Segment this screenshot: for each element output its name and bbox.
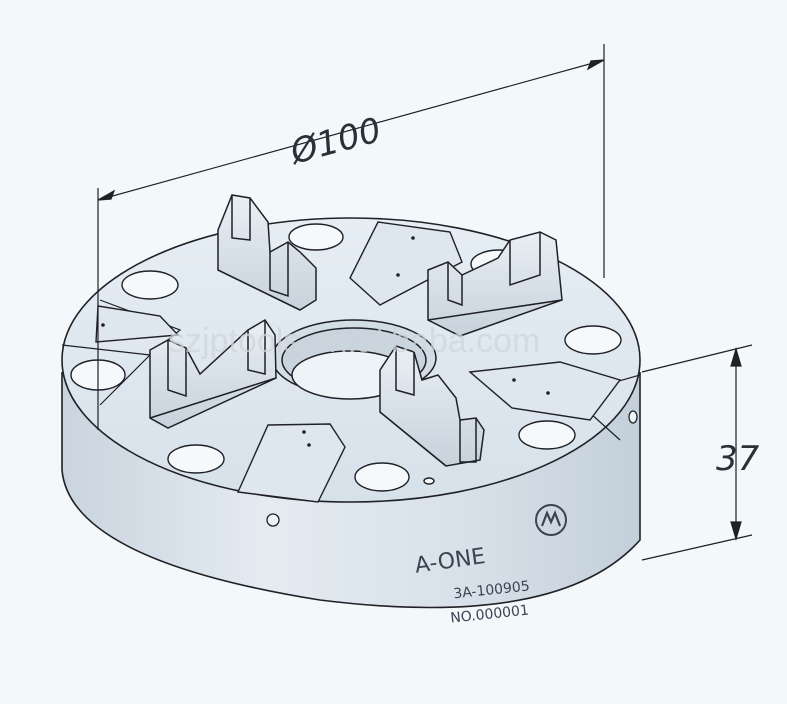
hole-4 xyxy=(564,325,622,355)
wedge-bottom xyxy=(236,423,346,503)
brand-logo-icon xyxy=(535,504,567,536)
wedge-plates xyxy=(95,221,622,503)
dimension-lines xyxy=(97,44,753,561)
wedge-dots xyxy=(101,236,550,447)
side-fittings xyxy=(266,410,638,527)
height-label: 37 xyxy=(716,439,760,479)
model-number: 3A-100905 xyxy=(453,578,531,602)
hole-6 xyxy=(354,462,410,492)
watermark-text: szjptools.en.alibaba.com xyxy=(168,322,540,360)
hole-5 xyxy=(518,420,576,450)
hole-7 xyxy=(167,444,225,474)
jaws xyxy=(149,194,563,467)
hole-small xyxy=(423,477,435,485)
wedge-right xyxy=(468,361,622,421)
jaw-top-right xyxy=(427,231,563,337)
jaw-bottom-right xyxy=(379,345,485,467)
hole-2 xyxy=(288,223,344,251)
wedge-left xyxy=(95,305,180,343)
jaw-left xyxy=(149,318,277,429)
wedge-top xyxy=(349,221,463,306)
hole-1 xyxy=(121,270,179,300)
jaw-top-left xyxy=(217,194,317,311)
